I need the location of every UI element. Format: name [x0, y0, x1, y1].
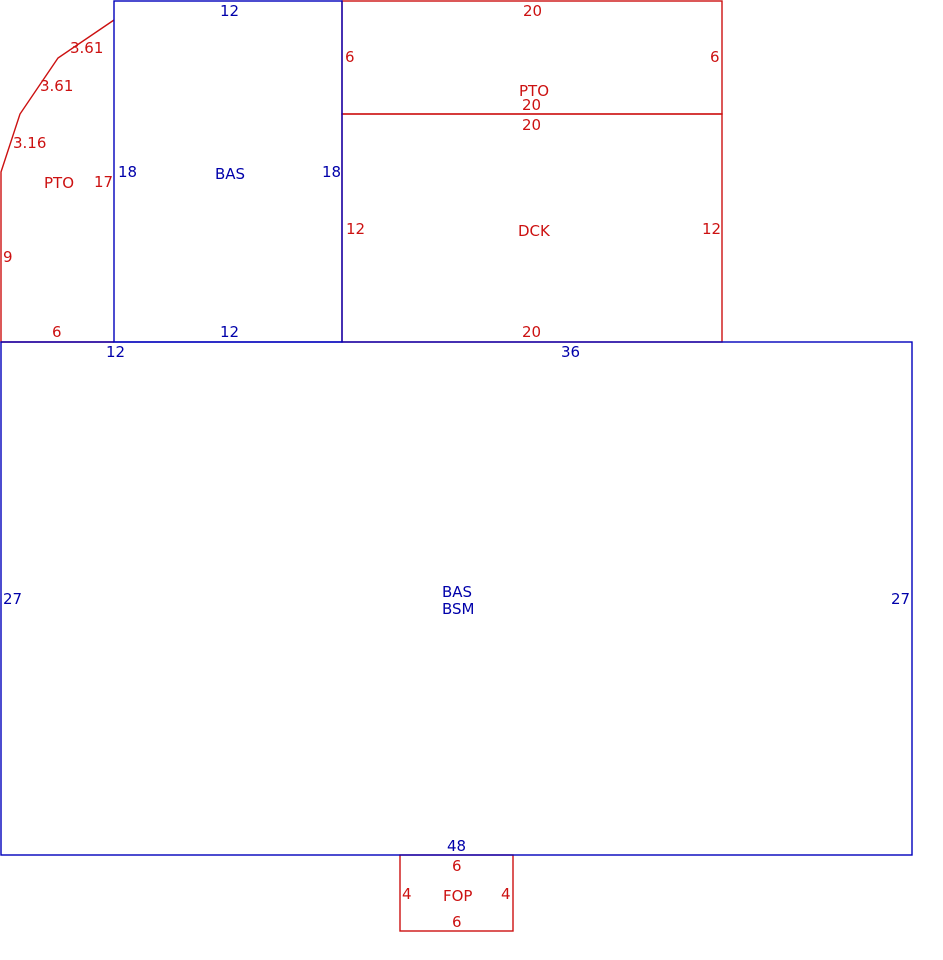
bas-main-side-right: 27 — [891, 590, 910, 608]
fop-side-left: 4 — [402, 885, 412, 903]
bas-main-side-top-left: 12 — [106, 343, 125, 361]
bas-main-name2: BSM — [442, 600, 475, 618]
fop-name: FOP — [443, 887, 472, 905]
pto-top-side-top: 20 — [523, 2, 542, 20]
pto-top-name: PTO — [519, 82, 549, 100]
dck-side-right: 12 — [702, 220, 721, 238]
pto-top-side-bottom: 20 — [522, 96, 541, 114]
pto-top-side-left: 6 — [345, 48, 355, 66]
dck-side-top: 20 — [522, 116, 541, 134]
fop-side-right: 4 — [501, 885, 511, 903]
pto-left-name: PTO — [44, 174, 74, 192]
bas-upper-side-left: 18 — [118, 163, 137, 181]
bas-main-name: BAS — [442, 583, 472, 601]
pto-left-side-left: 9 — [3, 248, 13, 266]
dck-side-bottom: 20 — [522, 323, 541, 341]
dck-side-left: 12 — [346, 220, 365, 238]
bas-upper-name: BAS — [215, 165, 245, 183]
dck-name: DCK — [518, 222, 551, 240]
pto-top-side-right: 6 — [710, 48, 720, 66]
pto-left-side-right: 17 — [94, 173, 113, 191]
bas-main-side-bottom: 48 — [447, 837, 466, 855]
fop-side-top: 6 — [452, 857, 462, 875]
bas-upper-side-right: 18 — [322, 163, 341, 181]
pto-left-side-top3: 3.16 — [13, 134, 46, 152]
bas-upper-side-bottom: 12 — [220, 323, 239, 341]
pto-left-side-bottom: 6 — [52, 323, 62, 341]
bas-main-side-left: 27 — [3, 590, 22, 608]
bas-upper-side-top: 12 — [220, 2, 239, 20]
bas-main-outline — [0, 341, 913, 856]
pto-left-side-top1: 3.61 — [70, 39, 103, 57]
fop-side-bottom: 6 — [452, 913, 462, 931]
pto-left-side-top2: 3.61 — [40, 77, 73, 95]
bas-main-side-top-right: 36 — [561, 343, 580, 361]
